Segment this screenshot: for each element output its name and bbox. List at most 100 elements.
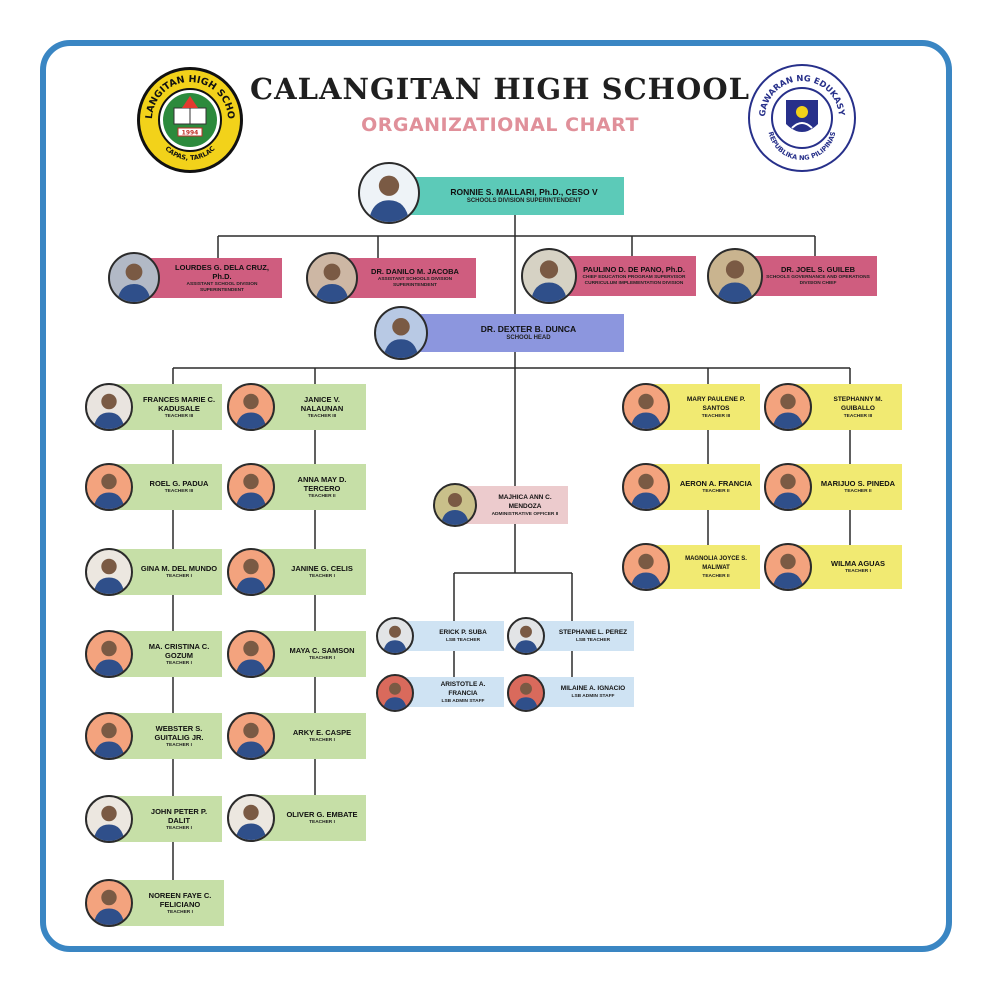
lsb-card-ignacio: MILAINE A. IGNACIO LSB ADMIN STAFF [528, 677, 634, 707]
teacher-photo [227, 463, 275, 511]
teacher-role: TEACHER III [701, 413, 731, 419]
teacher-role: TEACHER I [309, 574, 335, 579]
teacher-name: ROEL G. PADUA [149, 479, 209, 488]
official-name: PAULINO D. DE PANO, Ph.D. [583, 265, 685, 274]
official-role: ASSISTANT SCHOOL DIVISION SUPERINTENDENT [186, 281, 258, 293]
official-role: CHIEF EDUCATION PROGRAM SUPERVISOR CURRI… [582, 275, 686, 286]
lsb-photo [507, 617, 545, 655]
teacher-role: TEACHER I [166, 660, 192, 666]
lsb-role: LSB TEACHER [575, 638, 611, 643]
teacher-photo [622, 383, 670, 431]
teacher-role: TEACHER II [702, 489, 730, 494]
teacher-photo [227, 383, 275, 431]
teacher-name: FRANCES MARIE C. KADUSALE [142, 394, 216, 413]
teacher-name: JANINE G. CELIS [291, 564, 353, 573]
teacher-role: TEACHER III [307, 413, 337, 419]
teacher-name: STEPHANNY M. GUIBALLO [833, 395, 883, 412]
teacher-name: WILMA AGUAS [830, 559, 886, 568]
lsb-name: MILAINE A. IGNACIO [560, 685, 626, 692]
school-head-photo [374, 306, 428, 360]
admin-officer-role: ADMINISTRATIVE OFFICER II [491, 511, 559, 517]
superintendent-name: RONNIE S. MALLARI, Ph.D., CESO V [450, 187, 598, 197]
teacher-photo [764, 543, 812, 591]
lsb-role: LSB TEACHER [445, 638, 481, 643]
teacher-photo [227, 712, 275, 760]
superintendent-role: SCHOOLS DIVISION SUPERINTENDENT [466, 198, 582, 204]
teacher-name: WEBSTER S. GUITALIG JR. [154, 723, 204, 742]
chart-title: CALANGITAN HIGH SCHOOL [250, 72, 750, 106]
teacher-role: TEACHER I [845, 569, 871, 574]
chart-subtitle: ORGANIZATIONAL CHART [361, 114, 639, 136]
teacher-photo [85, 712, 133, 760]
teacher-name: GINA M. DEL MUNDO [140, 564, 218, 573]
teacher-role: TEACHER II [308, 493, 336, 499]
lsb-photo [507, 674, 545, 712]
lsb-role: LSB ADMIN STAFF [441, 698, 485, 704]
school-head-name: DR. DEXTER B. DUNCA [480, 324, 577, 334]
official-photo [521, 248, 577, 304]
admin-officer-photo [433, 483, 477, 527]
lsb-card-suba: ERICK P. SUBA LSB TEACHER [398, 621, 504, 651]
lsb-name: ARISTOTLE A. FRANCIA [440, 680, 486, 697]
teacher-name: OLIVER G. EMBATE [286, 810, 358, 819]
lsb-name: STEPHANIE L. PEREZ [558, 629, 628, 636]
lsb-card-francia: ARISTOTLE A. FRANCIA LSB ADMIN STAFF [398, 677, 504, 707]
school-head-role: SCHOOL HEAD [506, 335, 551, 341]
teacher-role: TEACHER I [309, 656, 335, 661]
lsb-photo [376, 617, 414, 655]
school-head-card: DR. DEXTER B. DUNCA SCHOOL HEAD [403, 314, 624, 352]
lsb-photo [376, 674, 414, 712]
admin-officer-name: MAJHICA ANN C. MENDOZA [498, 493, 552, 510]
lsb-role: LSB ADMIN STAFF [571, 694, 615, 699]
official-name: DR. DANILO M. JACOBA [371, 267, 459, 276]
official-name: LOURDES G. DELA CRUZ, Ph.D. [175, 262, 269, 281]
teacher-name: MARIJUO S. PINEDA [820, 479, 896, 488]
teacher-photo [85, 630, 133, 678]
teacher-name: AERON A. FRANCIA [679, 479, 753, 488]
teacher-card-c1-4: MA. CRISTINA C. GOZUM TEACHER I [112, 631, 222, 677]
teacher-role: TEACHER I [309, 738, 335, 743]
teacher-photo [227, 794, 275, 842]
teacher-role: TEACHER III [843, 413, 873, 419]
teacher-role: TEACHER III [164, 413, 194, 419]
teacher-role: TEACHER II [844, 489, 872, 494]
teacher-photo [85, 548, 133, 596]
teacher-photo [85, 463, 133, 511]
teacher-photo [227, 630, 275, 678]
teacher-card-c2-1: JANICE V. NALAUNAN TEACHER III [254, 384, 366, 430]
official-role: SCHOOLS GOVERNANCE AND OPERATIONS DIVISI… [766, 275, 870, 286]
teacher-name: MAYA C. SAMSON [289, 646, 355, 655]
official-photo [707, 248, 763, 304]
teacher-name: ARKY E. CASPE [292, 728, 352, 737]
teacher-name: MAGNOLIA JOYCE S. MALIWAT [685, 555, 747, 571]
teacher-photo [622, 463, 670, 511]
lsb-name: ERICK P. SUBA [439, 629, 487, 636]
teacher-role: TEACHER I [309, 820, 335, 825]
teacher-name: ANNA MAY D. TERCERO [297, 474, 347, 493]
official-card-dela-cruz: LOURDES G. DELA CRUZ, Ph.D. ASSISTANT SC… [138, 258, 282, 298]
school-logo: CALANGITAN HIGH SCHOOL CAPAS, TARLAC 199… [136, 66, 244, 174]
teacher-role: TEACHER I [166, 574, 192, 579]
official-role: ASSISTANT SCHOOLS DIVISION SUPERINTENDEN… [377, 277, 453, 288]
teacher-photo [85, 383, 133, 431]
teacher-role: TEACHER III [164, 489, 194, 494]
superintendent-card: RONNIE S. MALLARI, Ph.D., CESO V SCHOOLS… [388, 177, 624, 215]
official-photo [108, 252, 160, 304]
teacher-photo [85, 879, 133, 927]
teacher-role: TEACHER I [166, 825, 192, 831]
teacher-role: TEACHER I [167, 909, 193, 915]
superintendent-photo [358, 162, 420, 224]
official-photo [306, 252, 358, 304]
lsb-card-perez: STEPHANIE L. PEREZ LSB TEACHER [528, 621, 634, 651]
teacher-role: TEACHER I [166, 742, 192, 748]
teacher-photo [764, 383, 812, 431]
teacher-role: TEACHER II [702, 573, 730, 579]
teacher-name: JANICE V. NALAUNAN [300, 394, 344, 413]
school-logo-year: 1994 [182, 130, 199, 137]
teacher-photo [622, 543, 670, 591]
teacher-name: JOHN PETER P. DALIT [150, 806, 208, 825]
deped-seal: KAGAWARAN NG EDUKASYON REPUBLIKA NG PILI… [748, 64, 856, 172]
teacher-name: MA. CRISTINA C. GOZUM [148, 641, 210, 660]
teacher-photo [227, 548, 275, 596]
teacher-photo [764, 463, 812, 511]
